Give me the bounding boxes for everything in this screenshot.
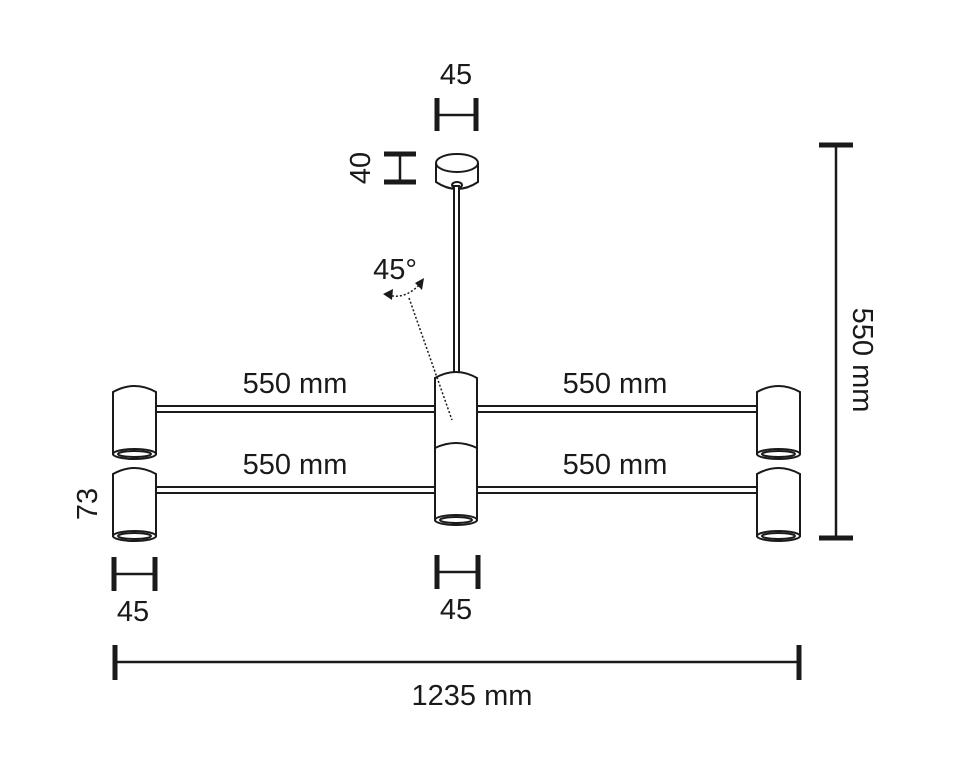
lamp-width-left-dimension: 45 [111, 557, 158, 628]
arm-upper-left-label: 550 mm [243, 368, 348, 400]
ceiling-canopy [435, 153, 479, 190]
side-lamp-left-lower [112, 467, 157, 542]
side-lamp-right-lower [756, 467, 801, 542]
total-width-label: 1235 mm [412, 680, 533, 712]
arrow-right-icon [415, 278, 424, 290]
total-width-dimension: 1235 mm [112, 645, 802, 712]
lamp-height-label: 73 [72, 488, 104, 520]
canopy-height-dimension: 40 [345, 151, 416, 185]
canopy-width-dimension: 45 [434, 59, 479, 131]
suspension-rod [453, 185, 460, 375]
tilt-angle-label: 45° [373, 254, 417, 286]
arm-upper-right-label: 550 mm [563, 368, 668, 400]
tilt-indicator: 45° [373, 254, 453, 421]
lamp-width-center-dimension: 45 [434, 555, 481, 626]
side-lamp-left-upper [112, 385, 157, 460]
arm-lower-right-label: 550 mm [563, 449, 668, 481]
lamp-width-left-label: 45 [117, 596, 149, 628]
canopy-width-label: 45 [440, 59, 472, 91]
arrow-left-icon [383, 289, 393, 300]
total-height-dimension: 550 mm [819, 142, 878, 541]
center-lamp [434, 371, 478, 526]
arm-lower-left-label: 550 mm [243, 449, 348, 481]
total-height-label: 550 mm [846, 308, 878, 413]
lamp-width-center-label: 45 [440, 594, 472, 626]
canopy-height-label: 40 [345, 152, 377, 184]
side-lamp-right-upper [756, 385, 801, 460]
